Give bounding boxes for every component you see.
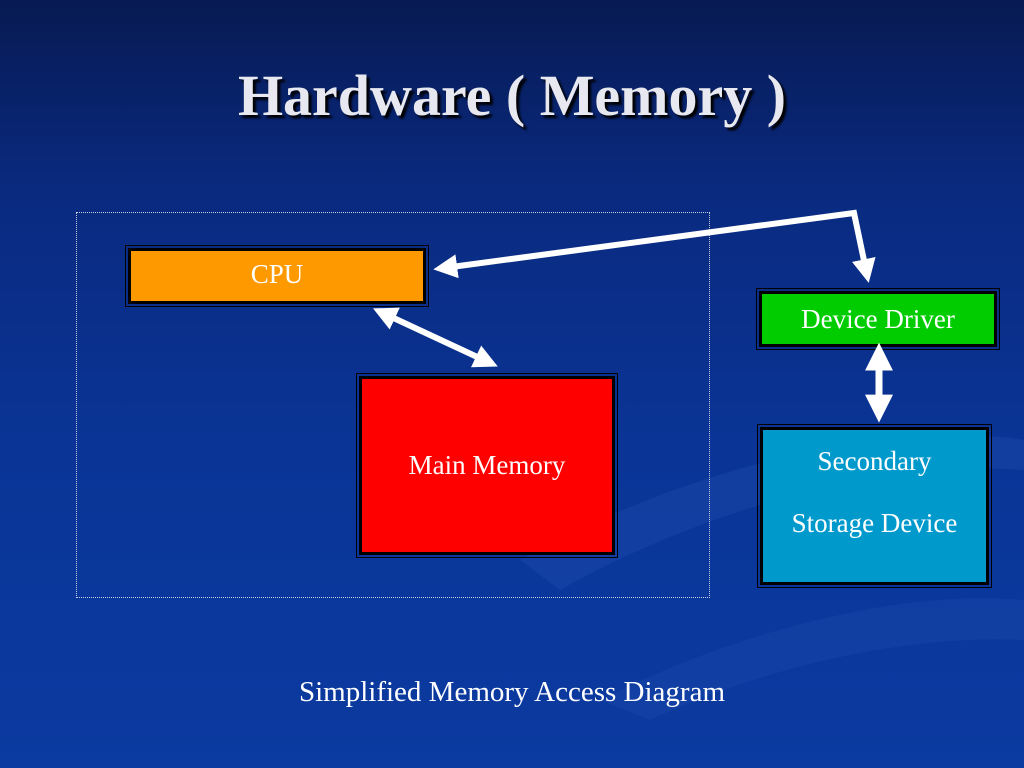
- slide-title: Hardware ( Memory ): [237, 63, 787, 128]
- main-memory-label: Main Memory: [408, 450, 566, 480]
- device-driver-box: Device Driver: [756, 288, 1000, 350]
- main-memory-box: Main Memory: [356, 373, 618, 558]
- secondary-storage-label-line2: Storage Device: [791, 508, 958, 538]
- device-driver-label: Device Driver: [801, 303, 955, 334]
- system-boundary-frame: [76, 212, 710, 598]
- cpu-label: CPU: [250, 259, 304, 289]
- secondary-storage-box: Secondary Storage Device: [757, 424, 992, 588]
- cpu-box: CPU: [125, 245, 429, 307]
- diagram-caption: Simplified Memory Access Diagram: [298, 676, 726, 708]
- secondary-storage-label-line1: Secondary: [817, 446, 932, 476]
